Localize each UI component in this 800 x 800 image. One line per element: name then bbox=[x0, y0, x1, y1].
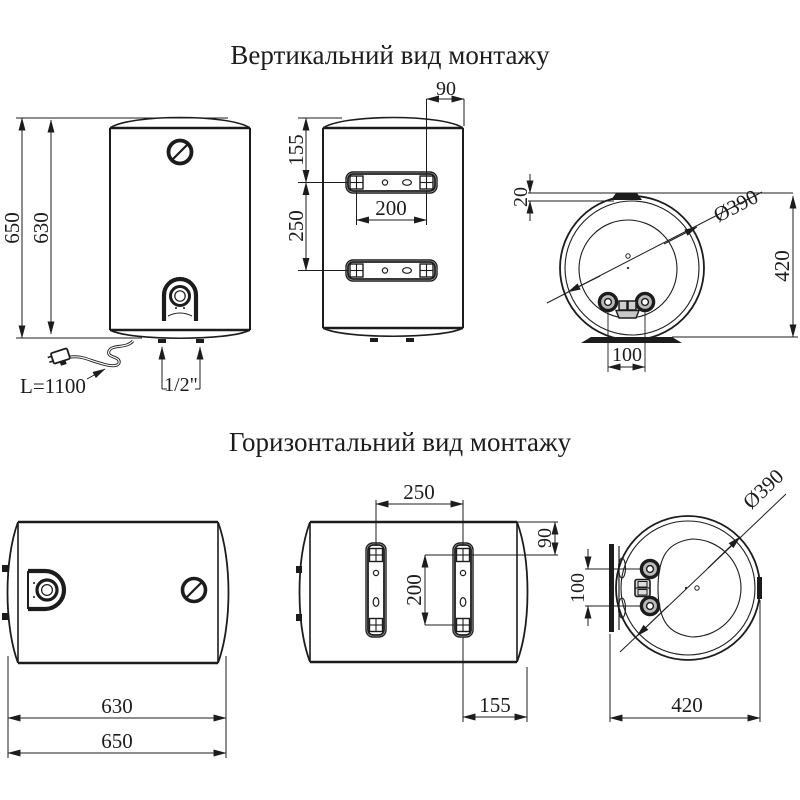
dim-label-diameter: Ø390 bbox=[710, 184, 762, 227]
vertical-back-view: 155 250 90 200 bbox=[284, 78, 465, 342]
dim-overall-height: 650 bbox=[0, 117, 228, 339]
dim-label-bracket-offset: 20 bbox=[510, 187, 532, 207]
dim-label-overall-depth: 420 bbox=[770, 250, 794, 282]
dim-label-body-width: 630 bbox=[101, 694, 133, 718]
power-cord bbox=[47, 339, 135, 368]
dim-body-height: 630 bbox=[29, 119, 55, 335]
dim-label-overall-depth: 420 bbox=[671, 693, 703, 717]
pipe-connections bbox=[597, 291, 656, 319]
power-plug bbox=[47, 347, 71, 366]
flange-tab bbox=[757, 577, 762, 599]
wall-plate bbox=[609, 544, 627, 632]
heating-element-cover bbox=[161, 276, 199, 321]
dim-bolt-spacing: 200 bbox=[402, 554, 454, 626]
pipe-stub-left bbox=[158, 339, 166, 343]
dim-label-overall-height: 650 bbox=[0, 212, 24, 244]
dim-bracket-spacing: 250 bbox=[284, 181, 310, 272]
thermostat-dial bbox=[180, 576, 208, 604]
dim-pipe-spacing: 100 bbox=[607, 311, 646, 372]
pipe-connections bbox=[634, 558, 661, 617]
dim-bolt-spacing: 200 bbox=[355, 191, 428, 225]
horizontal-front-view: 630 650 bbox=[2, 520, 230, 758]
thermostat-dial bbox=[166, 138, 194, 166]
dim-label-bolt-to-edge: 90 bbox=[436, 78, 456, 100]
mounting-bracket-right bbox=[452, 542, 474, 638]
dim-bracket-offset: 20 bbox=[510, 174, 793, 221]
heating-element-cover bbox=[27, 568, 67, 612]
dim-label-bracket-spacing: 250 bbox=[403, 480, 435, 504]
section-title-vertical: Вертикальний вид монтажу bbox=[230, 40, 550, 70]
dim-label-diameter: Ø390 bbox=[738, 464, 788, 514]
pipe-stub-right bbox=[196, 339, 204, 343]
horizontal-side-view: 100 Ø390 420 bbox=[567, 464, 788, 722]
dim-label-top-to-bracket: 155 bbox=[284, 134, 308, 166]
dim-label-body-height: 630 bbox=[29, 212, 53, 244]
mounting-bracket-left bbox=[365, 542, 387, 638]
dim-label-bracket-spacing: 250 bbox=[284, 210, 308, 242]
dim-label-cord-length: L=1100 bbox=[20, 374, 86, 398]
vertical-bottom-view: 20 Ø390 420 100 bbox=[510, 174, 798, 372]
dim-label-pipe-thread: 1/2" bbox=[164, 374, 198, 396]
mounting-bracket-upper bbox=[345, 171, 438, 194]
dim-label-pipe-spacing: 100 bbox=[612, 344, 642, 366]
dim-bracket-spacing: 250 bbox=[375, 480, 464, 546]
dim-bracket-to-end: 155 bbox=[462, 637, 528, 722]
mounting-bracket-lower bbox=[345, 259, 438, 282]
dim-label-bolt-to-edge: 90 bbox=[534, 528, 556, 548]
wall-bracket-section bbox=[611, 193, 642, 200]
dim-overall-width: 650 bbox=[7, 729, 227, 757]
dim-diameter: Ø390 bbox=[546, 184, 763, 304]
dim-label-overall-width: 650 bbox=[101, 729, 133, 753]
dim-pipe-spacing: 100 bbox=[567, 549, 642, 626]
dim-cord-length: L=1100 bbox=[20, 368, 106, 398]
dim-top-to-bracket: 155 bbox=[284, 117, 348, 271]
base-plate bbox=[581, 337, 682, 343]
dim-overall-depth: 420 bbox=[672, 195, 798, 338]
dim-diameter: Ø390 bbox=[619, 464, 788, 653]
dim-overall-depth: 420 bbox=[609, 600, 761, 722]
horizontal-back-view: 250 90 200 155 bbox=[296, 480, 559, 722]
dim-label-bracket-to-end: 155 bbox=[479, 693, 511, 717]
dim-pipe-thread: 1/2" bbox=[158, 346, 204, 396]
dim-label-pipe-spacing: 100 bbox=[567, 573, 589, 603]
vertical-front-view: 650 630 L=1100 1/2" bbox=[0, 116, 251, 398]
dim-label-bolt-spacing: 200 bbox=[402, 574, 426, 606]
dim-bolt-to-edge: 90 bbox=[425, 78, 465, 176]
dim-label-bolt-spacing: 200 bbox=[375, 196, 407, 220]
section-title-horizontal: Горизонтальний вид монтажу bbox=[229, 427, 572, 457]
dim-bolt-to-edge: 90 bbox=[471, 521, 559, 556]
dim-body-width: 630 bbox=[7, 656, 227, 758]
